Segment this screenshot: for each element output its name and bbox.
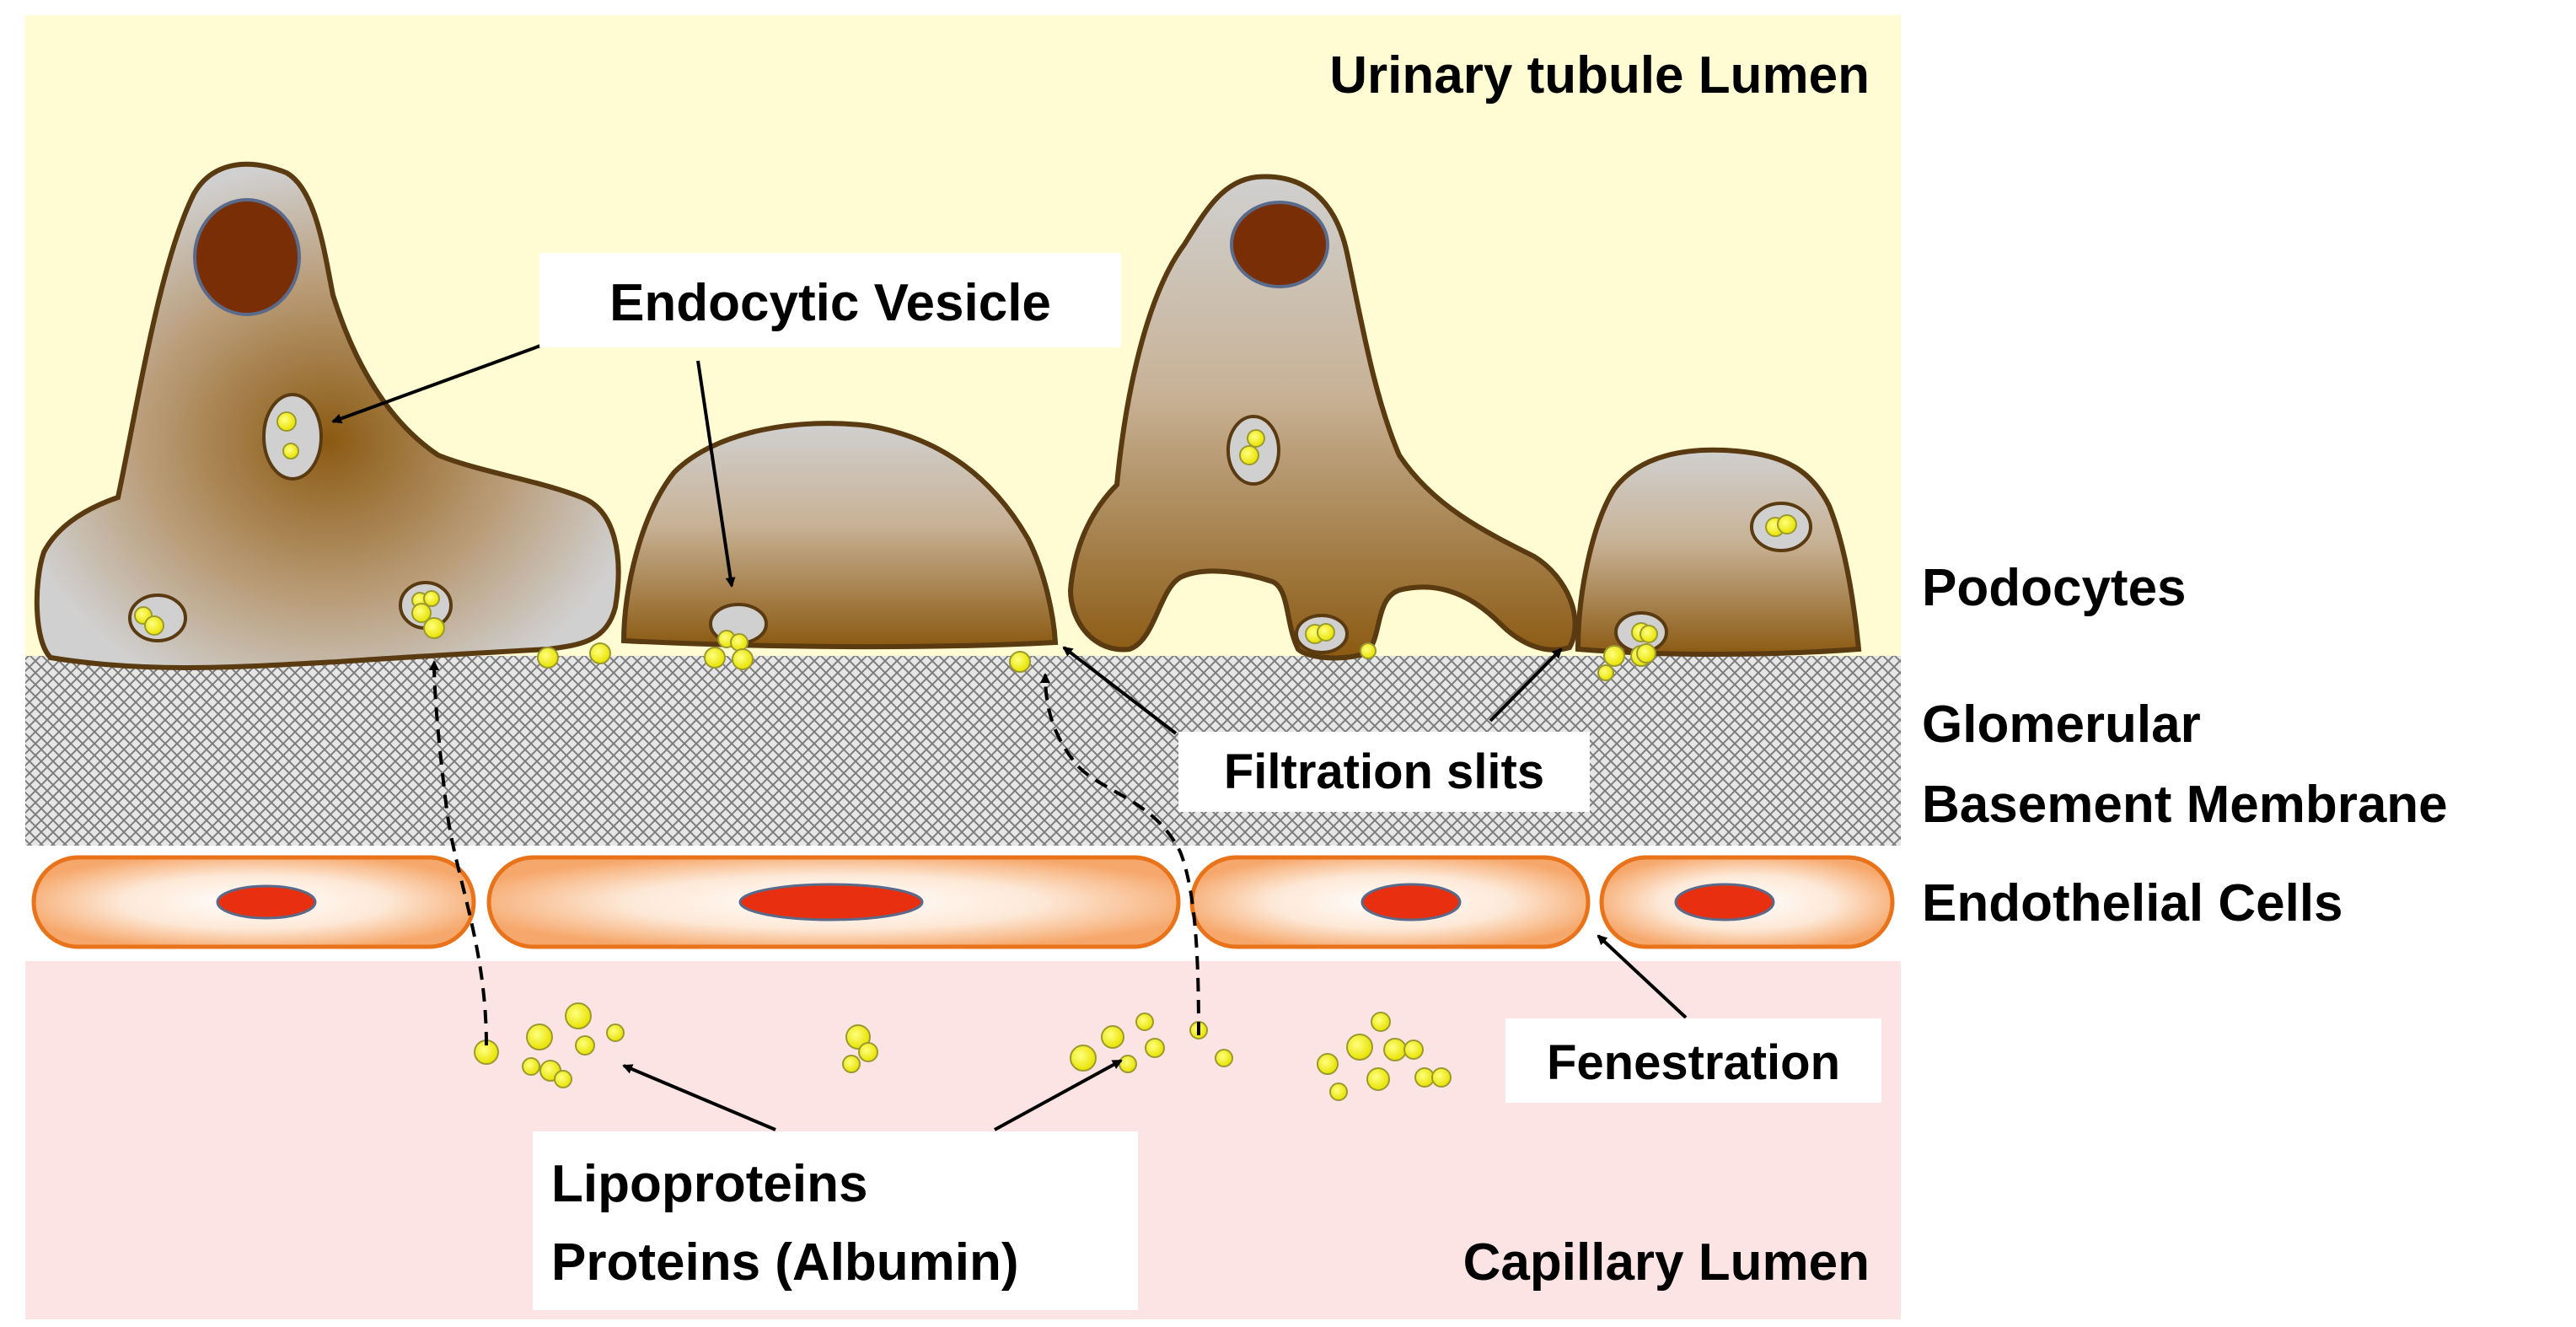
protein-particle [1366,1067,1390,1091]
dashed-path-left [429,660,488,1046]
protein-particles [134,411,1797,1101]
endothelial-nucleus [1360,883,1462,921]
podocyte-nucleus [1230,201,1329,288]
transport-paths [429,660,1200,1046]
protein-particle [282,443,299,459]
protein-particle [858,1042,878,1062]
endocytic-vesicle-callout: Endocytic Vesicle [539,253,1121,347]
protein-particle [1239,445,1259,465]
protein-particle [565,1002,592,1029]
callout-box [1505,1018,1881,1103]
protein-particle [842,1055,861,1073]
arrow-to-fenestration [1597,934,1688,1019]
filtration-slits-label: Filtration slits [1224,744,1544,799]
albumin-label: Proteins (Albumin) [551,1233,1019,1292]
protein-particle [1371,1012,1391,1032]
protein-particle [1247,429,1265,448]
protein-particle [1777,514,1797,535]
podocyte-nucleus [193,198,301,316]
vesicle [262,393,323,481]
endothelial-label: Endothelial Cells [1922,874,2343,932]
protein-particle [845,1024,871,1050]
proteins-callout: Lipoproteins Proteins (Albumin) [533,1131,1138,1310]
callout-box [533,1131,1138,1310]
fenestration-label: Fenestration [1547,1035,1840,1090]
gbm-label-line1: Glomerular [1922,696,2201,754]
endothelial-nucleus [738,883,924,921]
protein-particle [606,1023,625,1042]
arrow-to-lipoproteins-1 [622,1064,776,1131]
arrow-to-slit-2 [1489,647,1563,723]
protein-particle [1070,1045,1097,1072]
protein-particle [1603,645,1625,667]
protein-particle [423,590,440,607]
protein-particle [589,642,611,664]
protein-particle [1317,1053,1339,1075]
endothelial-nucleus [216,884,317,920]
protein-particle [732,648,754,670]
callout-arrows [331,340,1688,1131]
protein-particle [1597,664,1614,681]
protein-particle [1101,1025,1124,1049]
dashed-path-middle [1040,673,1200,1036]
protein-particle [575,1035,595,1056]
protein-particle [1215,1049,1233,1067]
filtration-slits-callout: Filtration slits [1178,732,1590,812]
protein-particle [276,411,297,432]
urinary-lumen-label: Urinary tubule Lumen [1329,46,1870,105]
podocytes-label: Podocytes [1922,559,2187,617]
protein-particle [522,1057,540,1076]
protein-particle [1383,1038,1407,1061]
protein-particle [1135,1013,1154,1031]
protein-particle [730,633,749,652]
podocyte [34,161,621,670]
arrow-to-vesicle-1 [331,340,553,424]
gbm-label-line2: Basement Membrane [1922,776,2448,834]
protein-particle [144,615,164,636]
glomerular-basement-membrane [25,656,1901,846]
podocyte [1067,174,1578,661]
podocyte [1575,447,1862,657]
arrow-to-lipoproteins-2 [994,1059,1123,1131]
podocyte [620,421,1059,650]
protein-particle [423,617,445,639]
arrow-to-vesicle-2 [696,360,736,588]
callout-box [539,253,1121,347]
endothelial-nucleus [1674,883,1775,921]
protein-particle [1360,642,1377,659]
protein-particle [554,1070,572,1088]
protein-particle [704,647,726,669]
protein-particle [1640,625,1658,643]
endothelial-cells [31,855,1895,949]
protein-particle [1119,1055,1137,1073]
protein-particle [1145,1038,1165,1058]
protein-particle [1009,651,1031,673]
protein-particle [526,1023,553,1050]
fenestration-callout: Fenestration [1505,1018,1881,1103]
protein-particle [411,603,432,623]
protein-particle [1431,1067,1452,1088]
arrow-to-slit-1 [1062,646,1178,735]
protein-particle [1317,623,1335,642]
capillary-lumen-label: Capillary Lumen [1463,1233,1870,1292]
protein-particle [1403,1040,1424,1060]
endocytic-vesicle-label: Endocytic Vesicle [609,274,1051,332]
protein-particle [537,647,559,669]
protein-particle [1329,1083,1348,1101]
lipoproteins-label: Lipoproteins [551,1155,867,1213]
callout-box [1178,732,1590,812]
protein-particle [1346,1034,1373,1061]
protein-particle [1414,1067,1435,1088]
podocytes [34,161,1862,670]
protein-particle [1636,643,1656,664]
